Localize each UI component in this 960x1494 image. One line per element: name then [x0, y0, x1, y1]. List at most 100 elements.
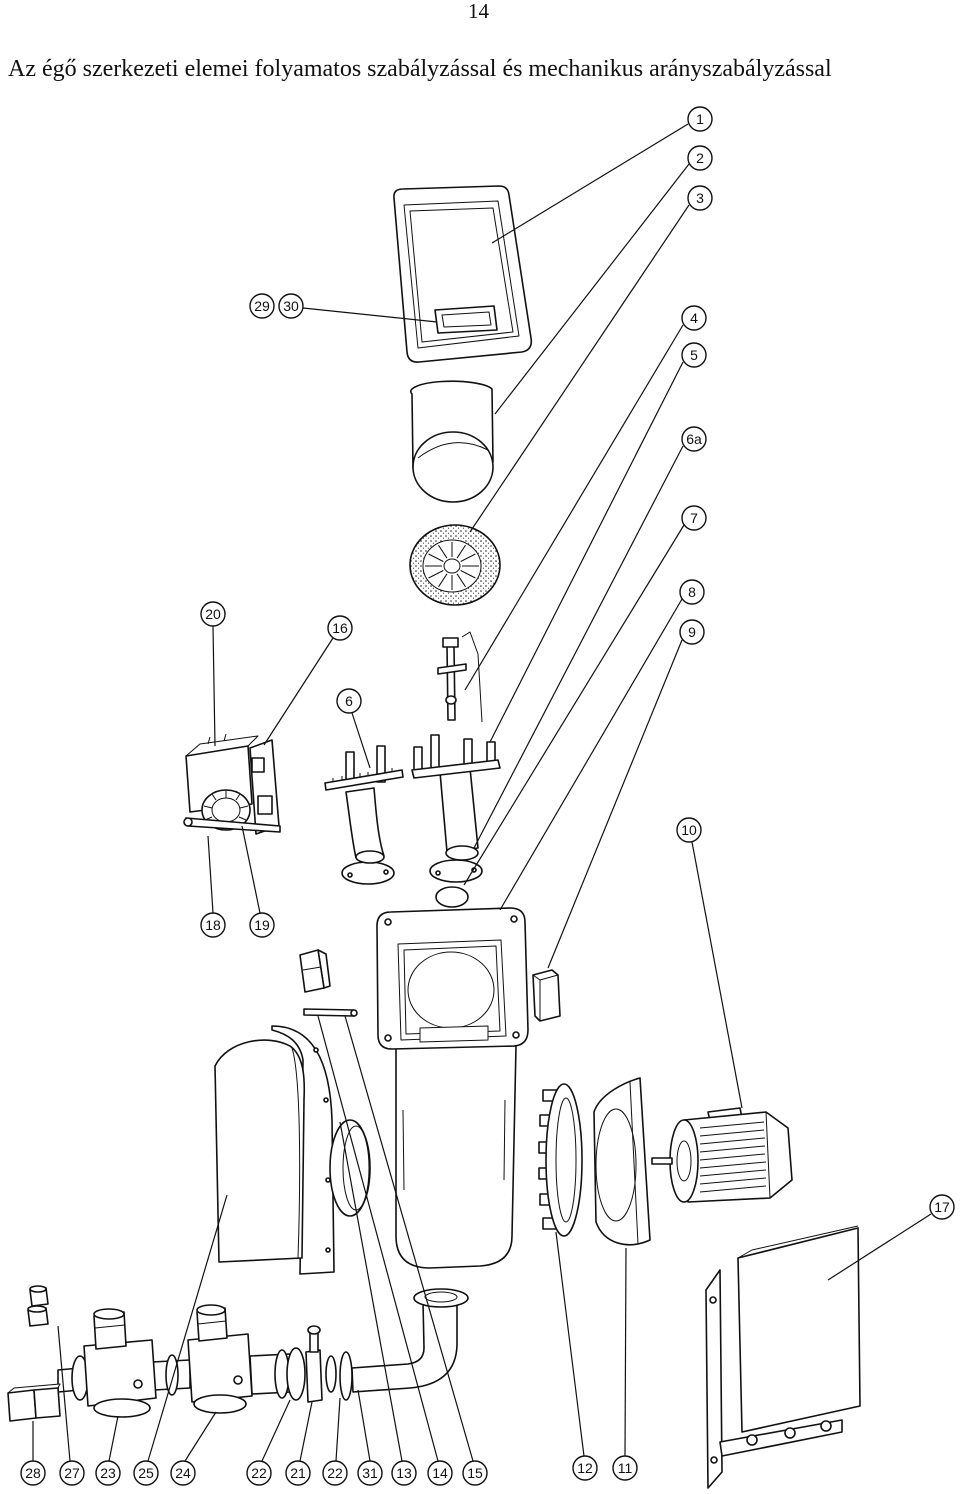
leader-line-10 — [691, 841, 743, 1109]
callout-30: 30 — [278, 293, 304, 319]
callout-11: 11 — [612, 1455, 638, 1481]
callout-19: 19 — [249, 912, 275, 938]
callout-27: 27 — [59, 1460, 85, 1486]
callout-label: 21 — [290, 1465, 306, 1481]
callout-label: 13 — [396, 1465, 412, 1481]
callout-label: 2 — [696, 150, 704, 166]
callout-label: 5 — [690, 347, 698, 363]
leader-line-6 — [351, 712, 371, 769]
leader-line-7 — [463, 524, 685, 886]
nozzle-assembly-left-part — [324, 745, 404, 885]
ignition-transformer-part — [183, 733, 281, 835]
callout-label: 28 — [25, 1465, 41, 1481]
leader-line-4 — [464, 324, 684, 691]
callout-28: 28 — [20, 1460, 46, 1486]
leader-line-6a — [473, 445, 684, 849]
callout-2: 2 — [687, 145, 713, 171]
leader-line-14 — [317, 1015, 439, 1462]
callout-5: 5 — [681, 342, 707, 368]
leader-line-11 — [624, 1247, 627, 1457]
callout-label: 1 — [696, 111, 704, 127]
callout-label: 22 — [251, 1465, 267, 1481]
callout-label: 27 — [64, 1465, 80, 1481]
stabilizer-disc-part — [409, 524, 501, 606]
callout-label: 17 — [934, 1199, 950, 1215]
callout-13: 13 — [391, 1460, 417, 1486]
burner-tube-part — [409, 380, 494, 503]
callout-label: 23 — [100, 1465, 116, 1481]
gas-train-part — [57, 1288, 469, 1418]
leader-line-24 — [184, 1411, 217, 1462]
callout-29: 29 — [249, 293, 275, 319]
leader-line-21 — [299, 1401, 313, 1462]
leader-line-18 — [207, 835, 214, 914]
callout-21: 21 — [285, 1460, 311, 1486]
callout-24: 24 — [170, 1460, 196, 1486]
callout-17: 17 — [929, 1194, 955, 1220]
rod-part — [303, 1008, 358, 1017]
callout-7: 7 — [681, 505, 707, 531]
small-block-part — [532, 969, 561, 1022]
page-title: Az égő szerkezeti elemei folyamatos szab… — [8, 56, 832, 82]
callout-9: 9 — [679, 619, 705, 645]
callout-22a: 22 — [246, 1460, 272, 1486]
callout-14: 14 — [427, 1460, 453, 1486]
callout-12: 12 — [572, 1455, 598, 1481]
callout-label: 20 — [205, 606, 221, 622]
leader-line-22a — [261, 1399, 291, 1462]
callout-8: 8 — [679, 579, 705, 605]
callout-label: 30 — [283, 298, 299, 314]
motor-part — [651, 1107, 793, 1203]
callout-label: 19 — [254, 917, 270, 933]
callout-1: 1 — [687, 106, 713, 132]
callouts: 1 2 3 4 5 6a 7 8 9 10 17 29 30 20 16 6 1… — [20, 106, 955, 1486]
fitting-part — [27, 1285, 49, 1327]
callout-label: 11 — [618, 1460, 633, 1476]
callout-label: 6 — [345, 693, 353, 709]
callout-20: 20 — [200, 601, 226, 627]
leader-line-17 — [827, 1213, 932, 1281]
callout-23: 23 — [95, 1460, 121, 1486]
leader-line-31 — [357, 1389, 371, 1462]
leader-line-12 — [555, 1231, 585, 1457]
leader-line-3 — [469, 204, 690, 533]
leader-line-2 — [494, 163, 690, 415]
fan-plate-part — [593, 1077, 651, 1246]
leader-line-20 — [212, 625, 216, 747]
callout-label: 7 — [690, 510, 698, 526]
leader-line-9 — [547, 639, 683, 969]
callout-16: 16 — [327, 615, 353, 641]
leader-line-25 — [147, 1194, 228, 1462]
callout-label: 14 — [432, 1465, 448, 1481]
fan-wheel-part — [538, 1083, 583, 1237]
callout-label: 24 — [175, 1465, 191, 1481]
leader-line-8 — [499, 598, 683, 911]
callout-15: 15 — [462, 1460, 488, 1486]
callout-label: 3 — [696, 190, 704, 206]
control-box-part — [705, 1225, 861, 1489]
leader-line-22b — [335, 1397, 341, 1462]
pressure-switch-part — [299, 949, 331, 993]
callout-label: 31 — [362, 1465, 378, 1481]
leader-line-1 — [491, 123, 689, 244]
gasket-part — [435, 886, 469, 908]
leader-line-27 — [57, 1325, 71, 1462]
callout-6a: 6a — [681, 426, 707, 452]
page-number: 14 — [468, 0, 489, 23]
leader-line-13 — [339, 1121, 403, 1462]
ignition-electrode-part — [437, 631, 483, 723]
leader-line-16 — [263, 637, 334, 746]
leader-lines — [32, 123, 932, 1462]
callout-label: 18 — [205, 917, 221, 933]
callout-label: 9 — [688, 624, 696, 640]
callout-label: 10 — [681, 822, 697, 838]
callout-label: 15 — [467, 1465, 483, 1481]
callout-3: 3 — [687, 185, 713, 211]
callout-label: 25 — [138, 1465, 154, 1481]
leader-line-15 — [344, 1015, 474, 1462]
callout-label: 4 — [690, 310, 698, 326]
leader-line-23 — [108, 1415, 119, 1462]
callout-22b: 22 — [322, 1460, 348, 1486]
callout-label: 22 — [327, 1465, 343, 1481]
